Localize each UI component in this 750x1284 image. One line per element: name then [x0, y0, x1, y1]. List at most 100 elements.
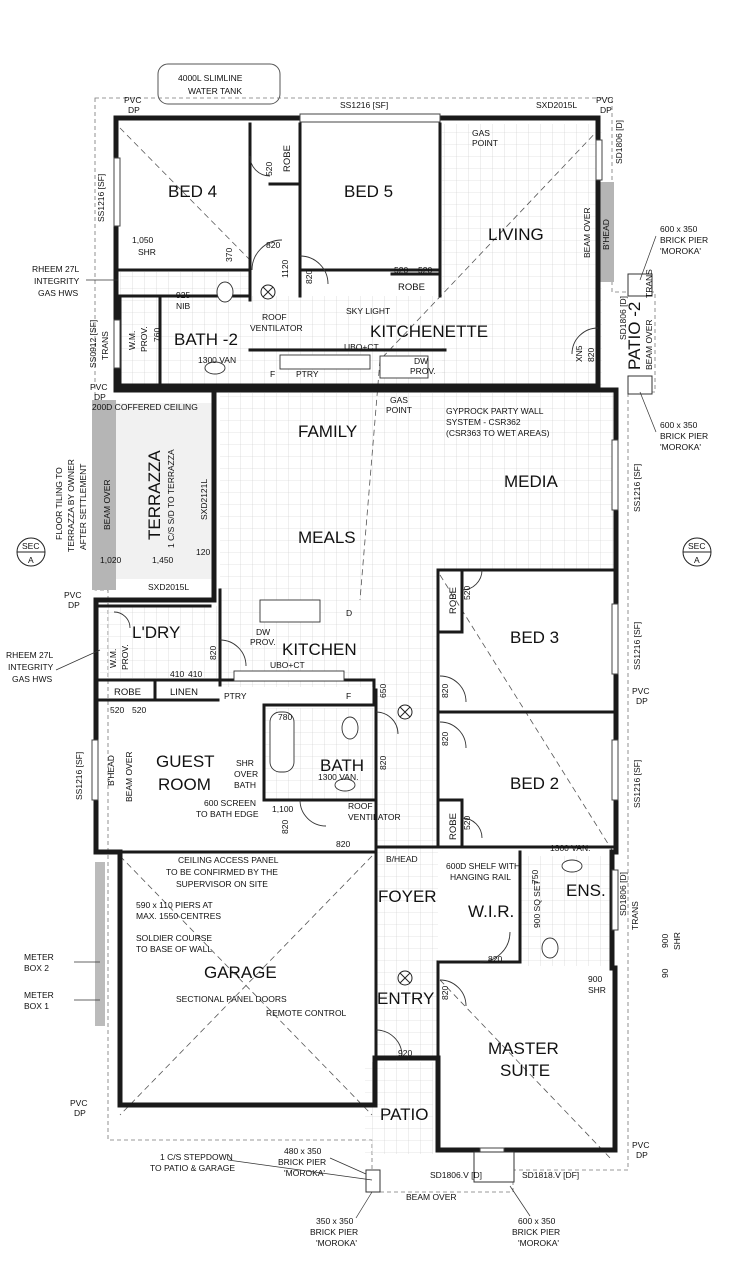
room-master-1: MASTER [488, 1039, 559, 1058]
room-garage: GARAGE [204, 963, 277, 982]
brick-pier-tr-3: 'MOROKA' [660, 246, 701, 256]
rheem-mid-3: GAS HWS [12, 674, 52, 684]
beam-over-patio: BEAM OVER [644, 319, 654, 370]
sec-right: SEC [688, 541, 705, 551]
leader-lines [55, 235, 657, 1219]
ss1216-guest: SS1216 [SF] [74, 752, 84, 800]
dp-bed3: DP [636, 696, 648, 706]
room-patio2: PATIO -2 [625, 302, 644, 370]
wm-prov-top-2: PROV. [139, 326, 149, 352]
ss1216-bed3: SS1216 [SF] [632, 622, 642, 670]
ceiling-2: TO BE CONFIRMED BY THE [166, 867, 278, 877]
room-bath2: BATH -2 [174, 330, 238, 349]
room-patio: PATIO [380, 1105, 429, 1124]
xn5: XN5 [574, 345, 584, 362]
brick-480-1: 480 x 350 [284, 1146, 322, 1156]
sd1818v: SD1818.V [DF] [522, 1170, 579, 1180]
dim-820-bed4: 820 [266, 240, 280, 250]
dim-1050: 1,050 [132, 235, 154, 245]
f-kitchen: F [346, 691, 351, 701]
piers-1: 590 x 110 PIERS AT [136, 900, 213, 910]
dim-820-wir: 820 [488, 954, 502, 964]
beam-over-bottom: BEAM OVER [406, 1192, 457, 1202]
brick-pier-r2-3: 'MOROKA' [660, 442, 701, 452]
coffered: 200D COFFERED CEILING [92, 402, 198, 412]
gas-point-2a: GAS [390, 395, 408, 405]
brick-600b-3: 'MOROKA' [518, 1238, 559, 1248]
ss1216-bed2: SS1216 [SF] [632, 760, 642, 808]
room-wir: W.I.R. [468, 902, 514, 921]
room-guest-2: ROOM [158, 775, 211, 794]
family-tiles [220, 393, 616, 571]
sxd2015l-terrazza: SXD2015L [148, 582, 189, 592]
pvc-br: PVC [632, 1140, 649, 1150]
brick-piers [365, 273, 653, 1193]
rheem-mid-1: RHEEM 27L [6, 650, 54, 660]
beam-over-living: BEAM OVER [582, 207, 592, 258]
robe-bed5: ROBE [398, 282, 425, 293]
pvc-tl: PVC [124, 95, 141, 105]
ss0912: SS0912 [SF] [88, 320, 98, 368]
gas-point-1: GAS [472, 128, 490, 138]
linen: LINEN [170, 687, 198, 698]
sky-light: SKY LIGHT [346, 306, 390, 316]
dim-1120: 1120 [280, 259, 290, 278]
van-1300-top: 1300 VAN [198, 355, 236, 365]
room-kitchen: KITCHEN [282, 640, 357, 659]
dim-820-bed2: 820 [440, 732, 450, 746]
ptry-top: PTRY [296, 369, 319, 379]
brick-600b-2: BRICK PIER [512, 1227, 560, 1237]
sd1806-tr: SD1806 [D] [614, 120, 624, 164]
robe-bed2: ROBE [448, 813, 459, 840]
remote: REMOTE CONTROL [266, 1008, 347, 1018]
dim-820-guest: 820 [280, 820, 290, 834]
room-ens: ENS. [566, 881, 606, 900]
bhead-guest: B'HEAD [106, 755, 116, 786]
brick-350-3: 'MOROKA' [316, 1238, 357, 1248]
room-guest-1: GUEST [156, 752, 215, 771]
garage-pier-strip [95, 862, 105, 1026]
van-1300-ens: 1300 VAN. [550, 843, 590, 853]
sxd2121l: SXD2121L [199, 479, 209, 520]
meals-tiles [220, 571, 438, 687]
dim-820-ldry: 820 [208, 646, 218, 660]
ceiling-1: CEILING ACCESS PANEL [178, 855, 279, 865]
roof-vent-b2: VENTILATOR [348, 812, 401, 822]
dp-tl: DP [128, 105, 140, 115]
room-bed5: BED 5 [344, 182, 393, 201]
room-ldry: L'DRY [132, 623, 180, 642]
trans-l: TRANS [100, 331, 110, 360]
room-meals: MEALS [298, 528, 356, 547]
floor-tiling-2: TERRAZZA BY OWNER [66, 459, 76, 552]
dim-520-bed2: 520 [462, 816, 472, 830]
dim-370: 370 [224, 248, 234, 262]
bhead-foyer: B/HEAD [386, 854, 418, 864]
shelf-2: HANGING RAIL [450, 872, 511, 882]
room-bath: BATH [320, 756, 364, 775]
ens-tiles [520, 856, 614, 966]
dp-ml: DP [94, 392, 106, 402]
rheem-top-3: GAS HWS [38, 288, 78, 298]
dim-520-bed3: 520 [462, 586, 472, 600]
room-family: FAMILY [298, 422, 357, 441]
bhead-living: B'HEAD [601, 219, 611, 250]
meter-1a: METER [24, 990, 54, 1000]
pvc-terrazza: PVC [64, 590, 81, 600]
dim-820-master: 820 [440, 986, 450, 1000]
brick-350-2: BRICK PIER [310, 1227, 358, 1237]
room-media: MEDIA [504, 472, 559, 491]
room-entry: ENTRY [377, 989, 434, 1008]
windows [91, 113, 619, 1155]
sec-right-a: A [694, 555, 700, 565]
hip-lines [119, 127, 613, 1161]
dim-520-guest-b: 520 [132, 705, 146, 715]
door-swings [113, 155, 599, 1057]
dim-1100: 1,100 [272, 804, 294, 814]
section-markers [16, 537, 712, 567]
f-top: F [270, 369, 275, 379]
brick-pier-r2-2: BRICK PIER [660, 431, 708, 441]
terrazza-note: 1 C/S S/D TO TERRAZZA [166, 449, 176, 548]
meter-2b: BOX 2 [24, 963, 49, 973]
dim-410b: 410 [188, 669, 202, 679]
